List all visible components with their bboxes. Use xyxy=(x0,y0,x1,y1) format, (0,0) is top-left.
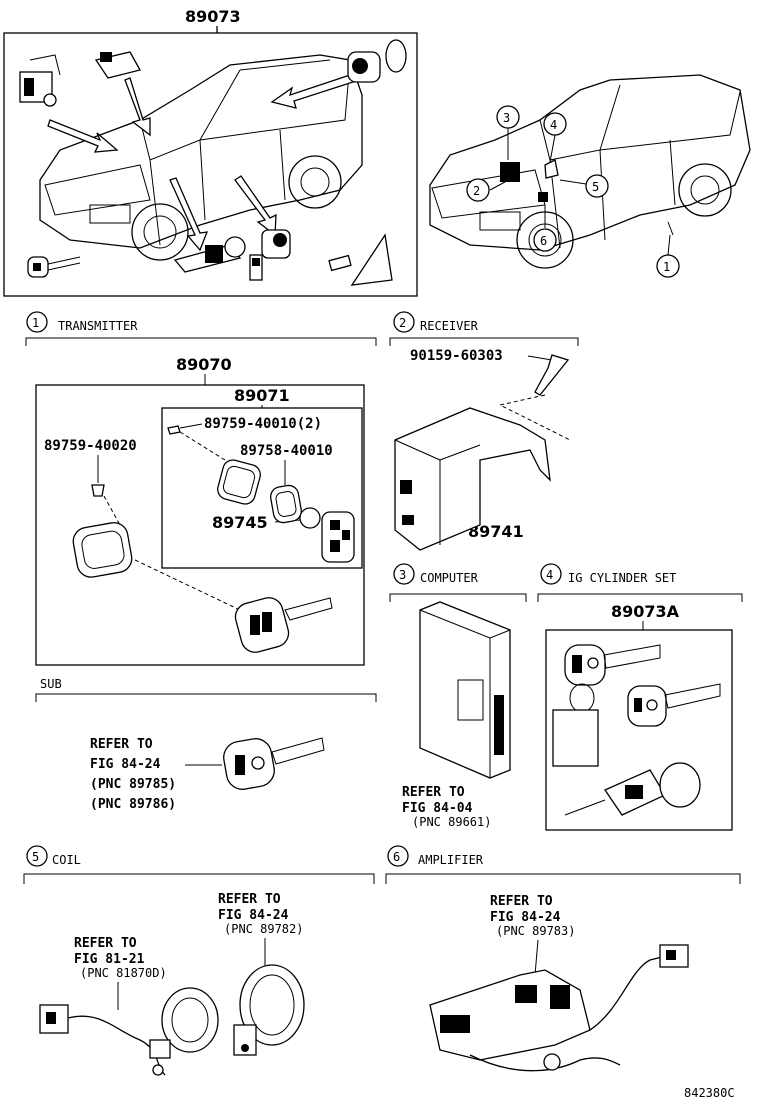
svg-text:3: 3 xyxy=(503,111,510,125)
amplifier-ref-line2: FIG 84-24 xyxy=(490,910,561,925)
receiver-bolt-number: 90159-60303 xyxy=(410,348,503,364)
transmitter-title: TRANSMITTER xyxy=(58,319,138,333)
receiver-number: 2 xyxy=(399,316,406,330)
vehicle-left-drawing xyxy=(19,39,407,286)
computer-ref-line1: REFER TO xyxy=(402,785,465,800)
amplifier-number: 6 xyxy=(393,850,400,864)
vehicle-right-drawing xyxy=(429,74,751,269)
svg-text:1: 1 xyxy=(663,260,670,274)
coil-ref-a-line2: FIG 81-21 xyxy=(74,952,145,967)
computer-pnc: (PNC 89661) xyxy=(412,815,491,829)
ig-cylinder-title: IG CYLINDER SET xyxy=(568,571,676,585)
transmitter-parts-drawing xyxy=(72,431,355,653)
transmitter-subassy-box xyxy=(161,407,363,569)
ig-cylinder-part-number: 89073A xyxy=(611,602,680,621)
amplifier-title: AMPLIFIER xyxy=(418,853,484,867)
latch-part xyxy=(94,51,141,79)
callout-2: 2 xyxy=(466,178,490,202)
computer-title: COMPUTER xyxy=(420,571,479,585)
sub-title: SUB xyxy=(40,677,62,691)
amplifier-drawing xyxy=(429,939,689,1072)
battery-part-number: 89745 xyxy=(212,513,268,532)
computer-drawing xyxy=(419,601,511,779)
computer-number: 3 xyxy=(399,568,406,582)
coil-number: 5 xyxy=(32,850,39,864)
sub-ref-line2: FIG 84-24 xyxy=(90,757,161,772)
receiver-unit-number: 89741 xyxy=(468,522,524,541)
sub-pnc-2: (PNC 89786) xyxy=(90,797,176,812)
figure-code: 842380C xyxy=(684,1086,735,1100)
coil-ref-b-pnc: (PNC 89782) xyxy=(224,922,303,936)
coil-ref-a-line1: REFER TO xyxy=(74,936,137,951)
callout-6: 6 xyxy=(533,228,557,252)
svg-text:5: 5 xyxy=(592,180,599,194)
callout-1: 1 xyxy=(656,254,680,278)
key-part-top xyxy=(27,256,81,278)
callout-4: 4 xyxy=(543,112,567,136)
coil-ref-b-line2: FIG 84-24 xyxy=(218,908,289,923)
screw-outer-part-number: 89759-40020 xyxy=(44,438,137,454)
amplifier-pnc: (PNC 89783) xyxy=(496,924,575,938)
transponder-part xyxy=(328,233,393,286)
ignition-cylinder-part xyxy=(173,229,291,281)
sub-pnc-1: (PNC 89785) xyxy=(90,777,176,792)
screw-inner-part-number: 89759-40010(2) xyxy=(204,416,322,432)
computer-ref-line2: FIG 84-04 xyxy=(402,801,473,816)
transmitter-assy-number: 89070 xyxy=(176,355,232,374)
coil-ref-b-line1: REFER TO xyxy=(218,892,281,907)
amplifier-ref-line1: REFER TO xyxy=(490,894,553,909)
door-lock-part xyxy=(19,54,61,107)
receiver-title: RECEIVER xyxy=(420,319,479,333)
coil-drawing xyxy=(39,938,305,1076)
case-part-number: 89758-40010 xyxy=(240,443,333,459)
sub-key-drawing xyxy=(185,737,325,790)
transmitter-box xyxy=(35,384,365,666)
top-assembly-box xyxy=(3,32,418,297)
callout-3: 3 xyxy=(496,105,520,129)
ig-cylinder-drawing xyxy=(552,644,721,816)
coil-title: COIL xyxy=(52,853,81,867)
top-part-number: 89073 xyxy=(185,7,241,26)
sub-ref-line1: REFER TO xyxy=(90,737,153,752)
svg-text:4: 4 xyxy=(550,118,557,132)
ig-cylinder-box xyxy=(545,629,733,831)
receiver-drawing xyxy=(394,354,571,551)
callout-5: 5 xyxy=(585,174,609,198)
svg-text:2: 2 xyxy=(473,184,480,198)
ig-cylinder-number: 4 xyxy=(546,568,553,582)
coil-ref-a-pnc: (PNC 81870D) xyxy=(80,966,167,980)
cylinder-part-top xyxy=(347,39,407,83)
svg-text:6: 6 xyxy=(540,234,547,248)
transmitter-number: 1 xyxy=(32,316,39,330)
transmitter-subassy-number: 89071 xyxy=(234,386,290,405)
